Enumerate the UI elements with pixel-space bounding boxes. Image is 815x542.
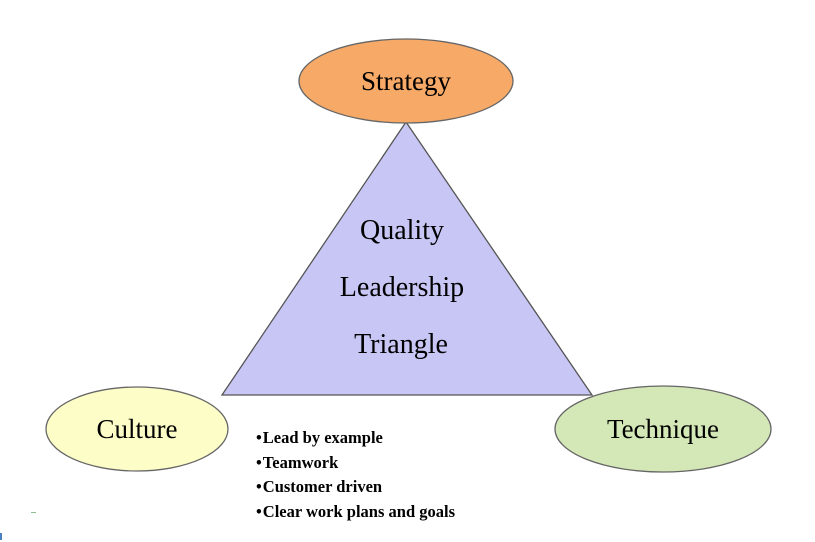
center-label-line-3: Triangle — [354, 329, 448, 360]
technique-node: Technique — [554, 385, 772, 473]
bullet-icon: • — [256, 428, 262, 447]
culture-ellipse — [45, 386, 229, 472]
list-item: •Clear work plans and goals — [256, 500, 455, 525]
list-item-text: Lead by example — [262, 428, 383, 447]
list-item-text: Clear work plans and goals — [262, 501, 456, 521]
center-label: Quality Leadership Triangle — [340, 215, 464, 360]
strategy-label: Strategy — [361, 66, 451, 96]
stray-mark — [31, 512, 36, 513]
list-item: •Teamwork — [256, 451, 455, 476]
culture-node: Culture — [45, 386, 229, 472]
stray-mark — [0, 533, 2, 540]
technique-label: Technique — [607, 414, 719, 444]
bullet-icon: • — [256, 452, 262, 472]
bullet-icon: • — [256, 501, 262, 521]
bullet-icon: • — [256, 477, 262, 496]
technique-ellipse — [554, 385, 772, 473]
strategy-node: Strategy — [298, 38, 514, 124]
strategy-ellipse — [298, 38, 514, 124]
list-item-text: Customer driven — [262, 477, 383, 496]
culture-label: Culture — [97, 414, 178, 444]
leadership-triangle — [220, 120, 594, 396]
center-label-line-1: Quality — [360, 215, 444, 246]
list-item: •Customer driven — [256, 475, 455, 500]
center-label-line-2: Leadership — [340, 272, 464, 303]
list-item-text: Teamwork — [262, 452, 339, 472]
list-item: •Lead by example — [256, 426, 455, 451]
culture-bullet-list: •Lead by example •Teamwork •Customer dri… — [256, 426, 455, 524]
